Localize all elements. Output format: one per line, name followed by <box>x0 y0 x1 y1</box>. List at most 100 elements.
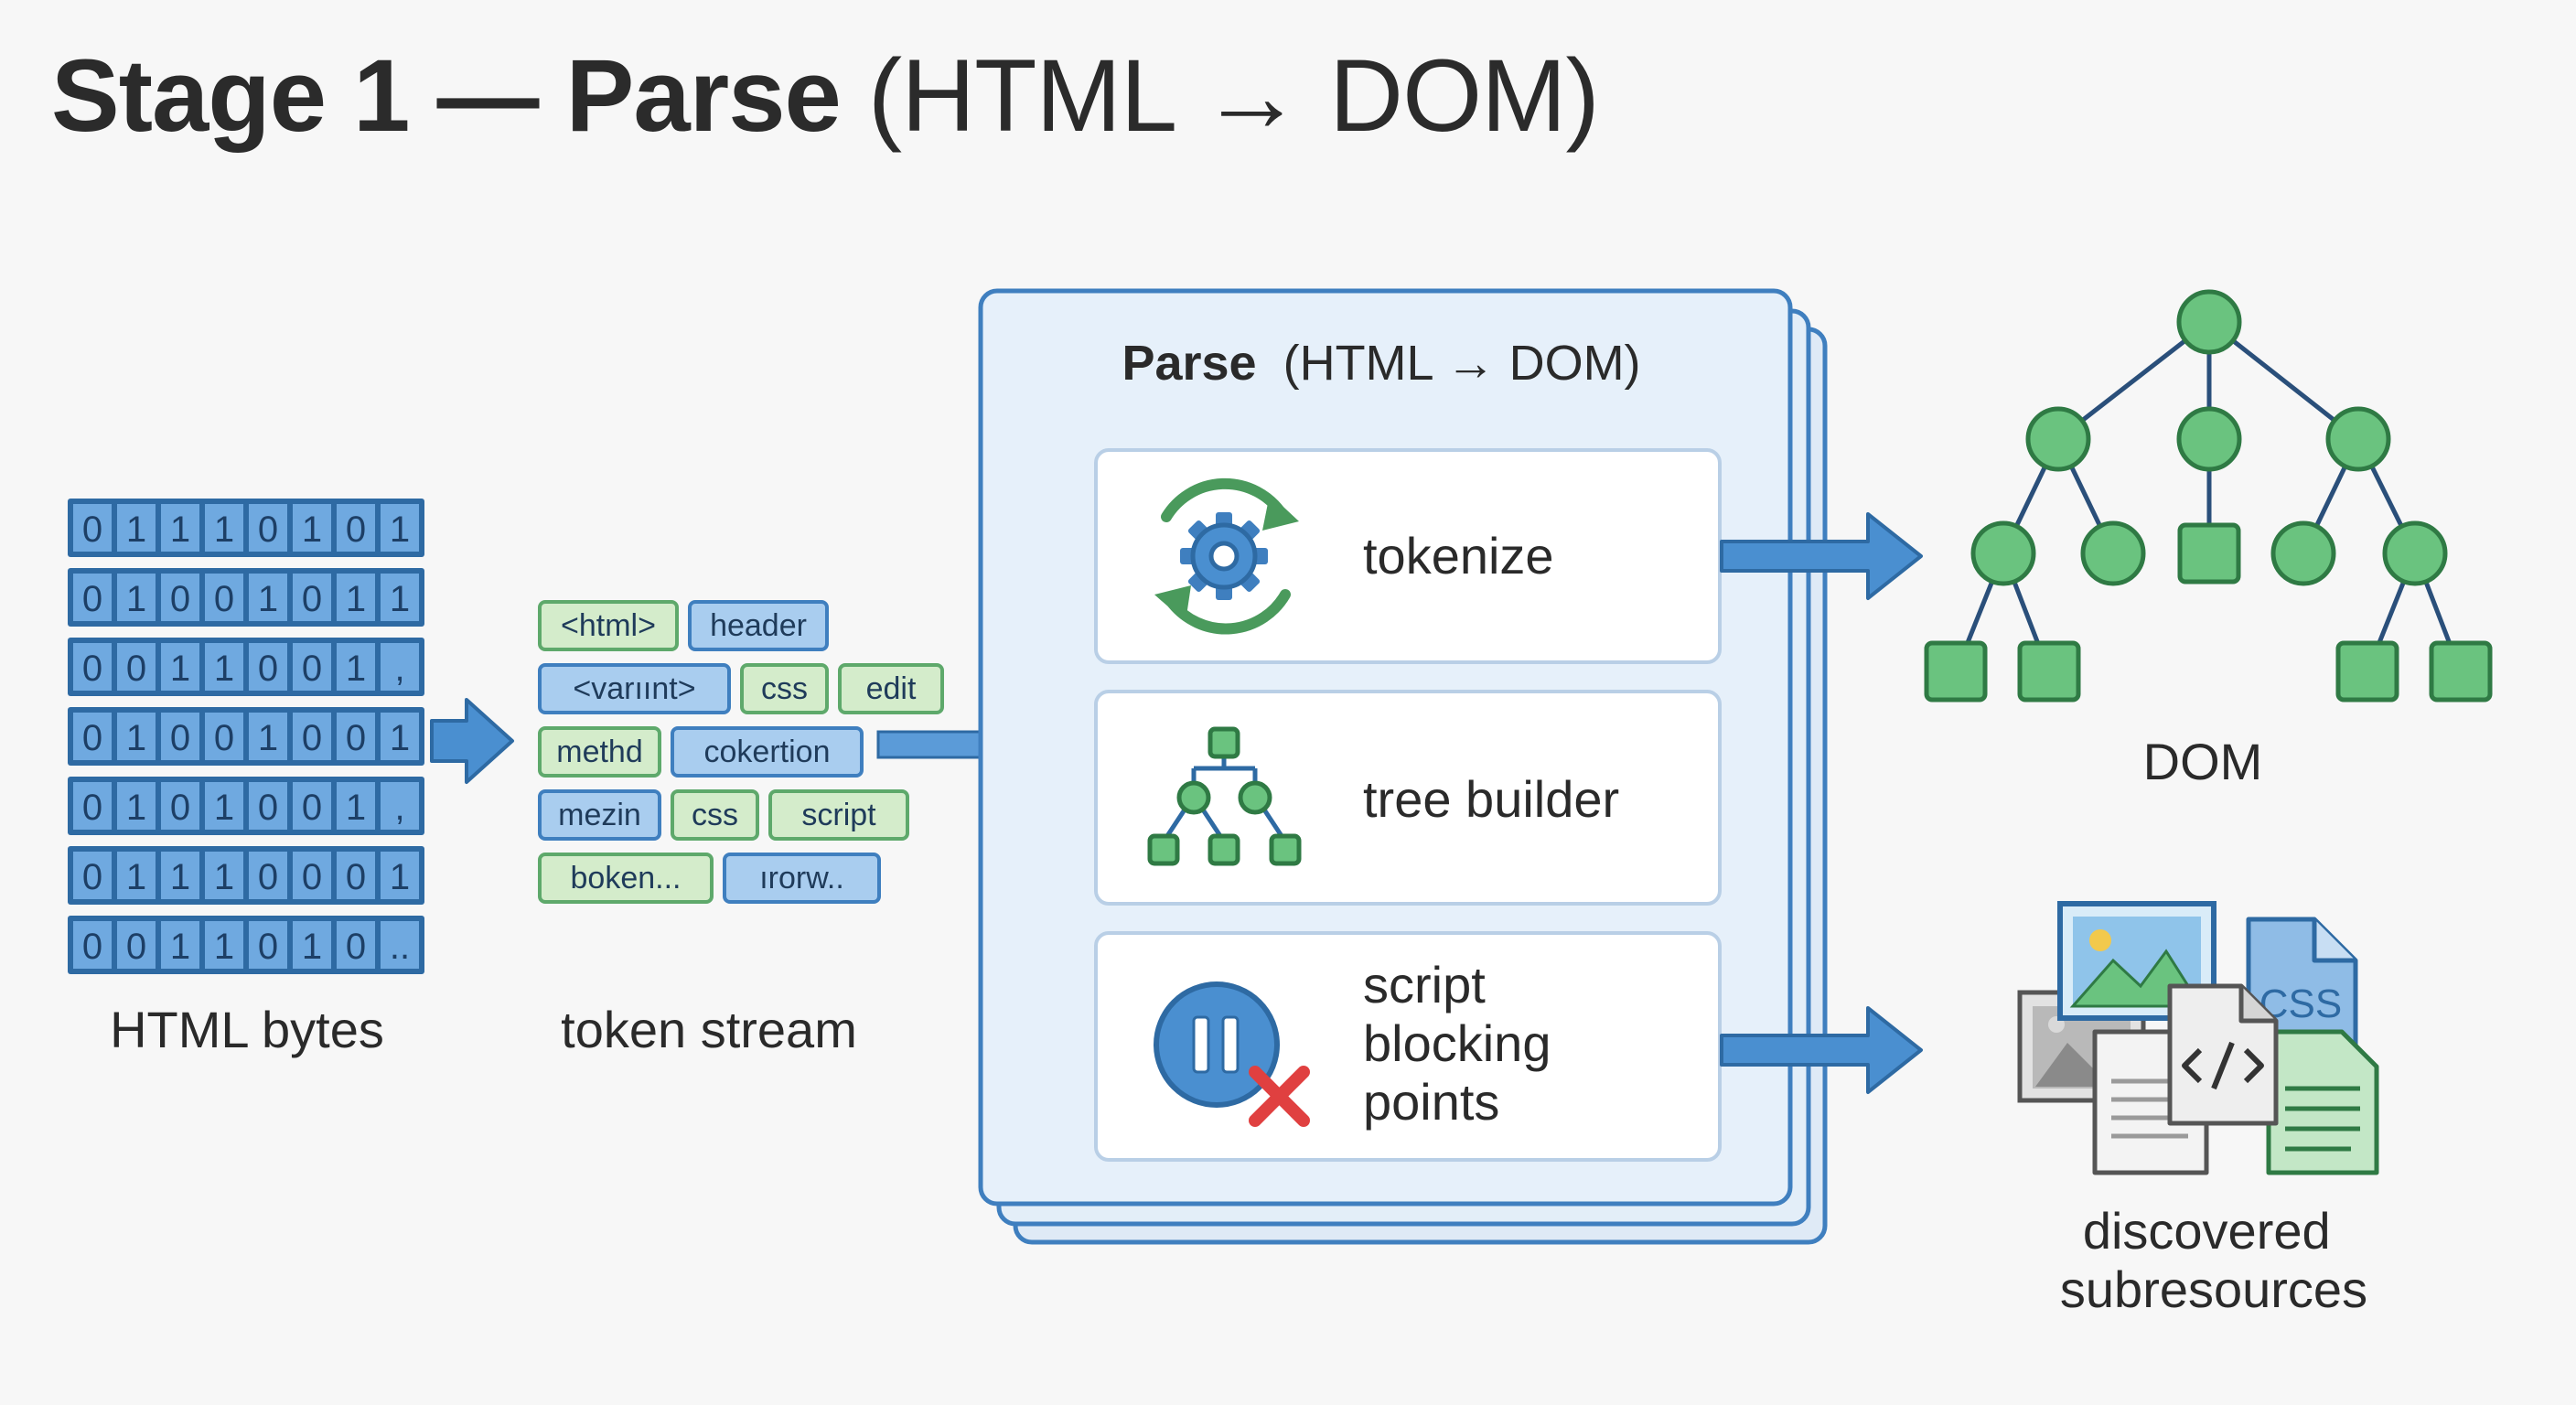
byte-digit: 1 <box>170 857 190 897</box>
token-text: header <box>710 608 807 643</box>
byte-digit: 1 <box>390 579 410 619</box>
token-text: <varıınt> <box>573 671 695 706</box>
byte-digit: 1 <box>390 857 410 897</box>
byte-digit: 0 <box>258 927 278 967</box>
byte-digit: 1 <box>126 579 146 619</box>
dom-tree <box>1924 289 2493 702</box>
pause-blocked-icon <box>1154 981 1310 1127</box>
code-file-icon <box>2167 983 2279 1126</box>
token-text: edit <box>866 671 917 706</box>
token-text: methd <box>556 735 643 769</box>
token-chip: <varıınt> <box>538 663 731 714</box>
byte-digit: 0 <box>126 649 146 689</box>
token-chip: css <box>671 789 759 841</box>
byte-digit: 1 <box>214 509 234 550</box>
byte-digit: 1 <box>170 509 190 550</box>
byte-digit: 0 <box>302 649 322 689</box>
byte-digit: 1 <box>302 509 322 550</box>
token-chip: header <box>688 600 829 651</box>
step-script-line-2: blocking <box>1363 1014 1551 1072</box>
byte-digit: 1 <box>346 788 366 828</box>
byte-digit: 1 <box>346 579 366 619</box>
byte-digit: 0 <box>170 579 190 619</box>
byte-digit: 0 <box>214 579 234 619</box>
byte-digit: 1 <box>126 509 146 550</box>
token-chip: script <box>768 789 909 841</box>
token-chip: mezin <box>538 789 661 841</box>
token-text: script <box>801 798 876 832</box>
step-script-blocking: script blocking points <box>1094 931 1722 1162</box>
byte-digit: 1 <box>258 718 278 758</box>
token-text: css <box>761 671 808 706</box>
byte-digit: , <box>394 788 404 828</box>
parse-box-title-normal: (HTML → DOM) <box>1283 336 1641 391</box>
byte-digit: 1 <box>302 927 322 967</box>
token-text: cokertion <box>704 735 831 769</box>
step-script-blocking-label: script blocking points <box>1363 956 1565 1131</box>
token-chip: boken... <box>538 853 714 904</box>
page-title: Stage 1 — Parse (HTML → DOM) <box>51 35 1600 157</box>
dom-caption: DOM <box>2143 733 2263 790</box>
byte-digit: 1 <box>346 649 366 689</box>
subresources-caption: discovered subresources <box>2060 1202 2367 1318</box>
byte-digit: 1 <box>390 509 410 550</box>
gear-refresh-icon <box>1154 477 1299 635</box>
text-file-icon <box>2266 1029 2379 1175</box>
byte-digit: 1 <box>170 649 190 689</box>
tree-icon <box>1147 726 1302 866</box>
arrow-bytes-to-tokens <box>430 698 514 784</box>
token-chip: cokertion <box>671 726 864 778</box>
html-bytes-caption: HTML bytes <box>110 1001 384 1058</box>
byte-digit: 0 <box>258 857 278 897</box>
token-chip: edit <box>838 663 944 714</box>
byte-digit: 0 <box>82 579 102 619</box>
parse-box-title-bold: Parse <box>1122 336 1256 391</box>
arrow-to-dom <box>1720 512 1923 600</box>
byte-digit: 0 <box>346 718 366 758</box>
byte-digit: 0 <box>214 718 234 758</box>
svg-text:Parse (HTML → DOM): Parse (HTML → DOM) <box>1122 336 1640 391</box>
byte-digit: 1 <box>214 649 234 689</box>
token-text: boken... <box>571 861 682 896</box>
step-script-line-1: script <box>1363 956 1486 1014</box>
title-normal: (HTML → DOM) <box>867 38 1600 153</box>
byte-digit: 0 <box>258 788 278 828</box>
token-text: css <box>692 798 738 832</box>
subresources-caption-line-2: subresources <box>2060 1260 2367 1318</box>
byte-digit: 0 <box>346 857 366 897</box>
subresources-caption-line-1: discovered <box>2083 1202 2331 1260</box>
byte-digit: 0 <box>302 788 322 828</box>
byte-digit: 1 <box>126 788 146 828</box>
byte-digit: 0 <box>82 649 102 689</box>
css-file-icon: CSS <box>2246 917 2358 1064</box>
byte-digit: 0 <box>170 718 190 758</box>
byte-digit: 0 <box>346 927 366 967</box>
step-tree-builder-label: tree builder <box>1363 770 1619 828</box>
arrow-to-subresources <box>1720 1006 1923 1094</box>
byte-digit: 0 <box>82 788 102 828</box>
byte-digit: 0 <box>258 649 278 689</box>
byte-digit: , <box>394 649 404 689</box>
byte-digit: 1 <box>214 788 234 828</box>
byte-digit: 0 <box>258 509 278 550</box>
byte-digit: 0 <box>170 788 190 828</box>
byte-digit: 0 <box>302 579 322 619</box>
byte-digit: 0 <box>302 857 322 897</box>
byte-digit: 1 <box>214 857 234 897</box>
subresources-icons: CSS <box>2017 901 2379 1175</box>
byte-digit: 1 <box>214 927 234 967</box>
byte-digit: .. <box>390 927 410 967</box>
step-tokenize-label: tokenize <box>1363 527 1554 585</box>
token-chip: methd <box>538 726 661 778</box>
step-tokenize: tokenize <box>1094 448 1722 664</box>
byte-digit: 1 <box>390 718 410 758</box>
byte-digit: 0 <box>302 718 322 758</box>
byte-digit: 1 <box>258 579 278 619</box>
